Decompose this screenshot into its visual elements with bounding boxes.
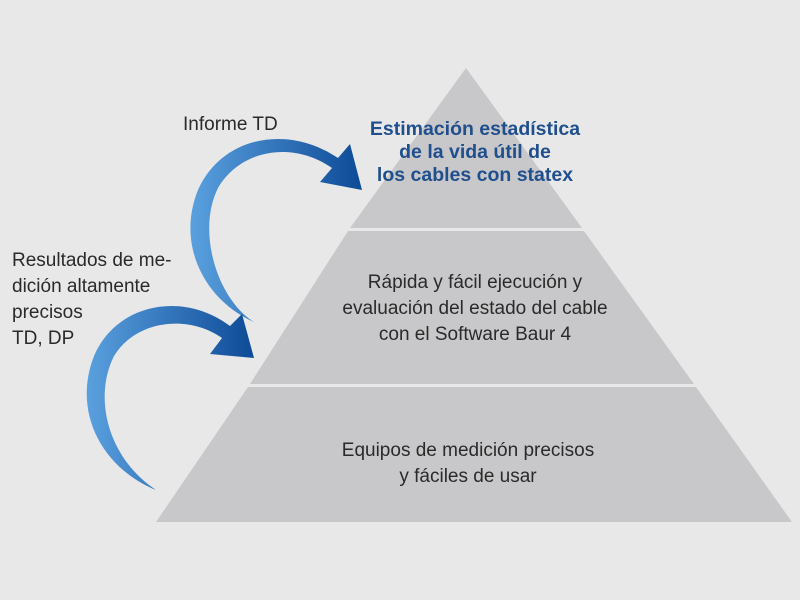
pyramid-tier-middle <box>250 231 694 384</box>
resultados-label: Resultados de me- dición altamente preci… <box>12 250 172 349</box>
tier-middle-text: Rápida y fácil ejecución y evaluación de… <box>342 272 608 345</box>
curved-arrow-lower <box>86 305 254 490</box>
informe-td-label: Informe TD <box>183 114 278 135</box>
pyramid-tier-top <box>350 68 582 228</box>
tier-top-text: Estimación estadística de la vida útil d… <box>369 118 581 186</box>
tier-bottom-text: Equipos de medición precisos y fáciles d… <box>341 440 595 487</box>
curved-arrow-upper <box>190 138 362 322</box>
pyramid-tier-bottom <box>156 387 792 522</box>
